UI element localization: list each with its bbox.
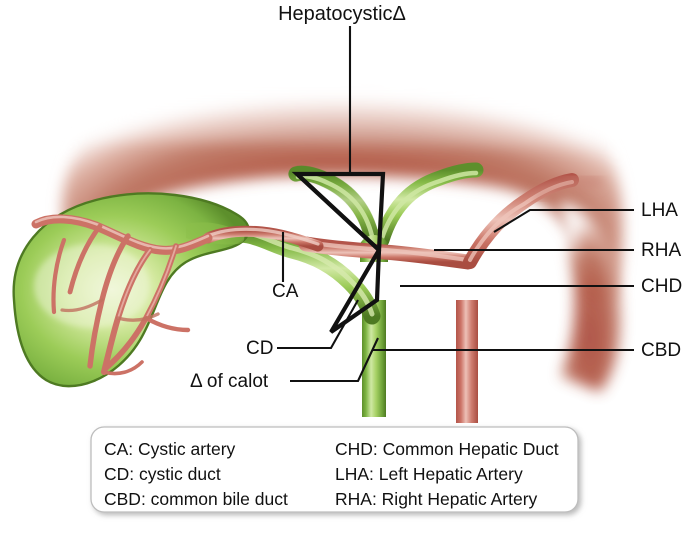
calot-triangle: [329, 248, 382, 334]
hepatic-artery-trunk: [456, 258, 478, 423]
cystic-artery: [202, 225, 324, 252]
leader-cd: [277, 299, 359, 350]
legend-item-rha: RHA: Right Hepatic Artery: [335, 489, 538, 509]
label-cbd: CBD: [641, 340, 681, 361]
hepatocystic-triangle-hypotenuse: [295, 172, 381, 252]
leader-lha: [493, 208, 634, 233]
leader-calot: [290, 337, 379, 383]
cystic-artery-serosal: [31, 214, 213, 255]
legend-item-cd: CD: cystic duct: [104, 464, 221, 484]
gallbladder-arterial-branches: [51, 223, 191, 376]
label-ca: CA: [272, 281, 299, 302]
liver-parenchyma: [62, 71, 623, 392]
label-chd: CHD: [641, 276, 682, 297]
legend-item-lha: LHA: Left Hepatic Artery: [335, 464, 523, 484]
arteries: [31, 173, 603, 423]
label-calot: Δ of calot: [190, 371, 269, 392]
common-bile-duct-trunk: [362, 232, 386, 417]
legend-item-ca: CA: Cystic artery: [104, 439, 236, 459]
label-cd: CD: [246, 338, 273, 359]
leader-lines: [277, 26, 634, 383]
page-title: HepatocysticΔ: [278, 3, 406, 25]
legend-item-chd: CHD: Common Hepatic Duct: [335, 439, 559, 459]
legend: CA: Cystic artery CD: cystic duct CBD: c…: [90, 426, 579, 513]
legend-item-cbd: CBD: common bile duct: [104, 489, 288, 509]
label-lha: LHA: [641, 200, 678, 221]
legend-box: [90, 426, 579, 513]
label-rha: RHA: [641, 240, 681, 261]
